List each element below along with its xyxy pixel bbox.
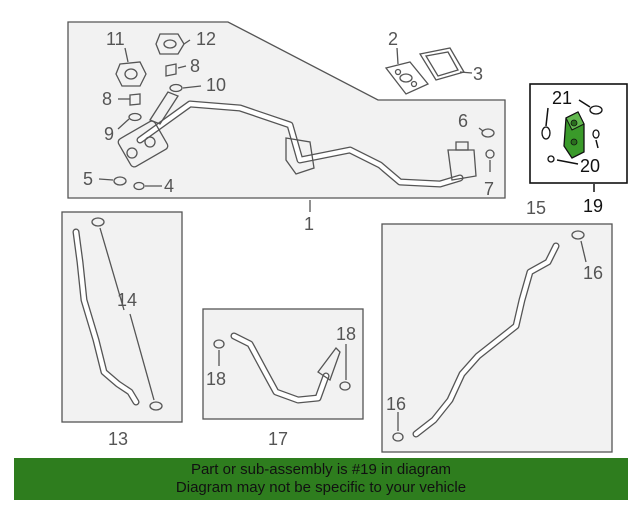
hose-15 — [412, 242, 560, 438]
o-ring-16-upper — [571, 230, 585, 240]
banner-line-1: Part or sub-assembly is #19 in diagram — [190, 461, 452, 478]
o-ring-4 — [133, 181, 145, 191]
callout-14: 14 — [117, 290, 137, 310]
main-assembly-box — [67, 21, 506, 199]
o-ring-20-left — [547, 155, 555, 163]
banner-line-2: Diagram may not be specific to your vehi… — [175, 479, 467, 496]
o-ring-7 — [485, 149, 495, 159]
callout-5: 5 — [83, 169, 93, 189]
callout-12: 12 — [196, 29, 216, 49]
callout-18-right: 18 — [336, 324, 356, 344]
o-ring-21-right — [589, 105, 603, 115]
callout-7: 7 — [484, 179, 494, 199]
callout-16-lower: 16 — [386, 394, 406, 414]
o-ring-9 — [128, 112, 142, 122]
o-ring-21-left — [541, 126, 551, 140]
leader-lines — [98, 39, 599, 431]
o-ring-5 — [113, 176, 127, 186]
callout-2: 2 — [388, 29, 398, 49]
callout-10: 10 — [206, 75, 226, 95]
fitting-12 — [155, 33, 185, 55]
o-ring-18-right — [339, 381, 351, 391]
o-ring-10 — [169, 83, 183, 93]
callout-20: 20 — [580, 156, 600, 176]
callout-8-upper: 8 — [190, 56, 200, 76]
callout-8-lower: 8 — [102, 89, 112, 109]
callout-15: 15 — [526, 198, 546, 218]
parts-diagram: 1 2 3 4 5 6 7 8 8 9 10 11 12 13 14 15 16… — [61, 21, 628, 453]
callout-19: 19 — [583, 196, 603, 216]
fitting-11 — [115, 61, 147, 87]
callout-13: 13 — [108, 429, 128, 449]
valve-core-8-upper — [165, 63, 177, 77]
callout-4: 4 — [164, 176, 174, 196]
o-ring-16-lower — [392, 432, 404, 442]
callout-17: 17 — [268, 429, 288, 449]
expansion-valve-19 — [563, 111, 585, 159]
o-ring-20-right — [592, 129, 600, 139]
gasket-3 — [418, 47, 465, 81]
callout-9: 9 — [104, 124, 114, 144]
callout-16-upper: 16 — [583, 263, 603, 283]
callout-6: 6 — [458, 111, 468, 131]
main-hose-assembly — [117, 91, 477, 188]
o-ring-6 — [481, 128, 495, 138]
hose-13 — [72, 228, 140, 406]
callout-18-left: 18 — [206, 369, 226, 389]
gasket-2 — [384, 61, 430, 95]
callout-1: 1 — [304, 214, 314, 234]
valve-core-8-lower — [129, 93, 141, 106]
callout-11: 11 — [106, 29, 125, 49]
callout-21: 21 — [552, 88, 572, 108]
part-notice-banner: Part or sub-assembly is #19 in diagram D… — [14, 458, 628, 500]
callout-3: 3 — [473, 64, 483, 84]
o-ring-18-left — [213, 339, 225, 349]
o-ring-14-lower — [149, 401, 163, 411]
hose-17 — [230, 332, 341, 404]
o-ring-14-upper — [91, 217, 105, 227]
